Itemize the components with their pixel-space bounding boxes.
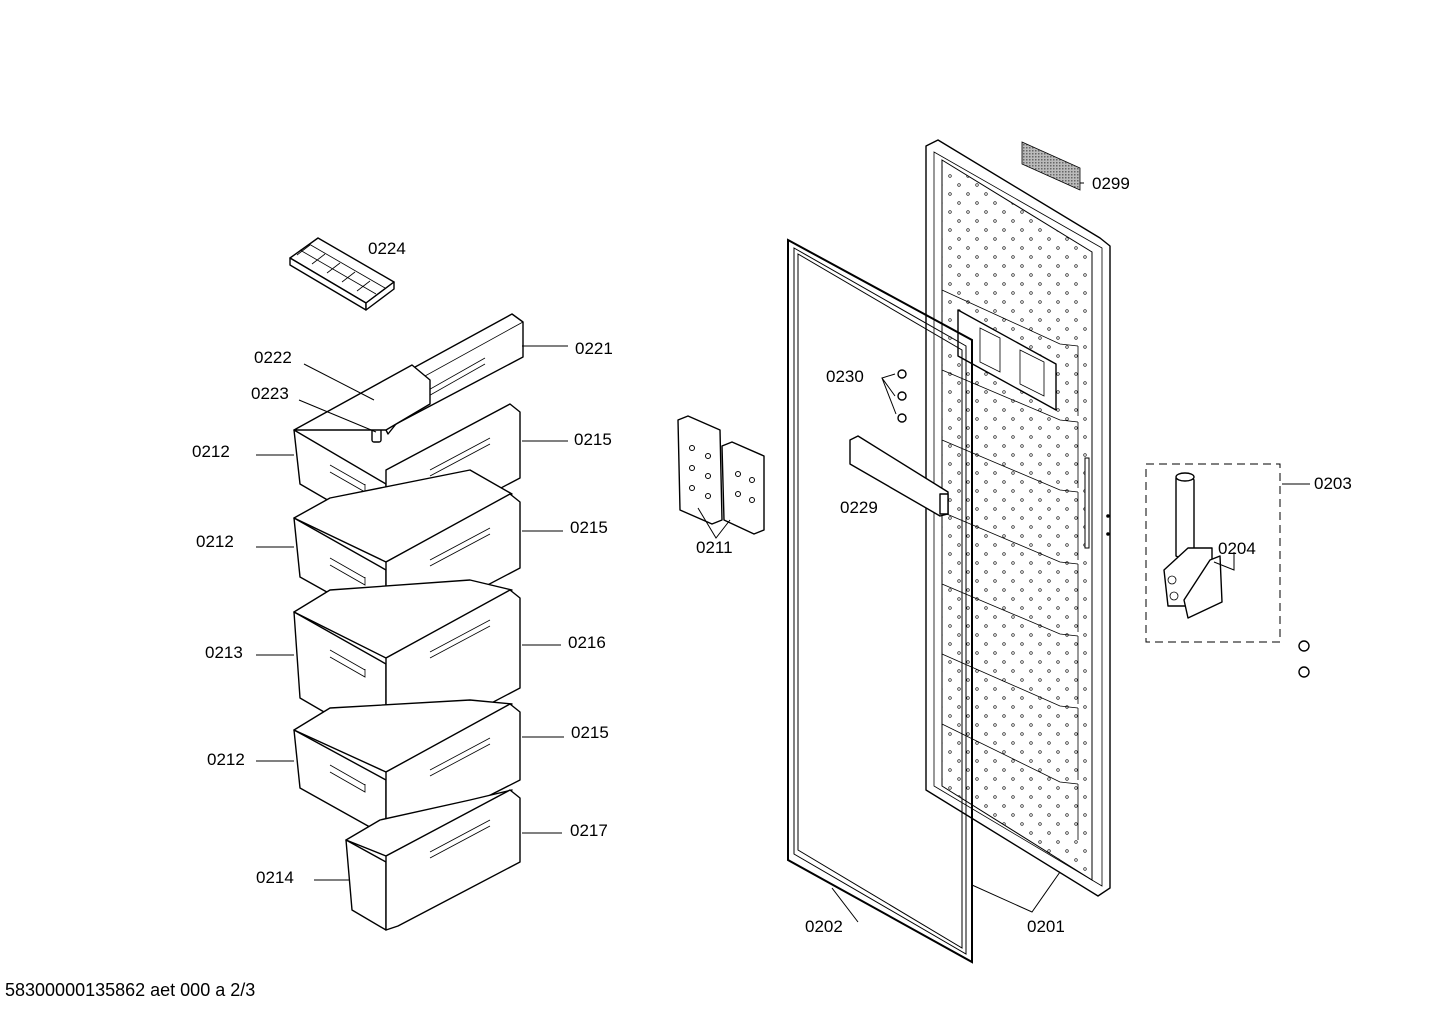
callout-0212-top: 0212 xyxy=(192,442,230,461)
callout-0230: 0230 xyxy=(826,367,864,386)
hinge-cover-part xyxy=(1183,555,1223,619)
callout-0222: 0222 xyxy=(254,348,292,367)
callout-0212-middle: 0212 xyxy=(196,532,234,551)
drawer-5 xyxy=(345,789,521,931)
callout-0211: 0211 xyxy=(696,538,733,557)
callout-0217: 0217 xyxy=(570,821,608,840)
callout-labels: 0224 0221 0222 0223 0212 0215 0212 0215 … xyxy=(192,174,1352,936)
callout-0223: 0223 xyxy=(251,384,289,403)
hinge-part xyxy=(1163,472,1213,607)
callout-0213: 0213 xyxy=(205,643,243,662)
callout-0215-middle: 0215 xyxy=(570,518,608,537)
callout-0201: 0201 xyxy=(1027,917,1065,936)
ice-tray-part xyxy=(289,237,395,311)
leader-lines xyxy=(256,182,1310,923)
callout-0215-bottom: 0215 xyxy=(571,723,609,742)
door-inner-panel-part xyxy=(925,139,1111,897)
callout-0221: 0221 xyxy=(575,339,613,358)
screw-parts xyxy=(897,369,907,423)
callout-0203: 0203 xyxy=(1314,474,1352,493)
callout-0216: 0216 xyxy=(568,633,606,652)
document-id-footer: 58300000135862 aet 000 a 2/3 xyxy=(5,980,256,1000)
callout-0229: 0229 xyxy=(840,498,878,517)
drawer-4 xyxy=(293,699,521,843)
callout-0202: 0202 xyxy=(805,917,843,936)
hinge-assembly-box xyxy=(1145,463,1281,643)
door-gasket-part xyxy=(787,238,973,964)
callout-0214: 0214 xyxy=(256,868,294,887)
callout-0204: 0204 xyxy=(1218,539,1256,558)
rating-label-part xyxy=(1021,141,1081,191)
callout-0224: 0224 xyxy=(368,239,406,258)
callout-0299: 0299 xyxy=(1092,174,1130,193)
hinge-screws xyxy=(1298,640,1310,678)
cold-pack-part xyxy=(677,415,765,535)
handle-strip-part xyxy=(849,435,949,517)
callout-0215-top: 0215 xyxy=(574,430,612,449)
callout-0212-bottom: 0212 xyxy=(207,750,245,769)
